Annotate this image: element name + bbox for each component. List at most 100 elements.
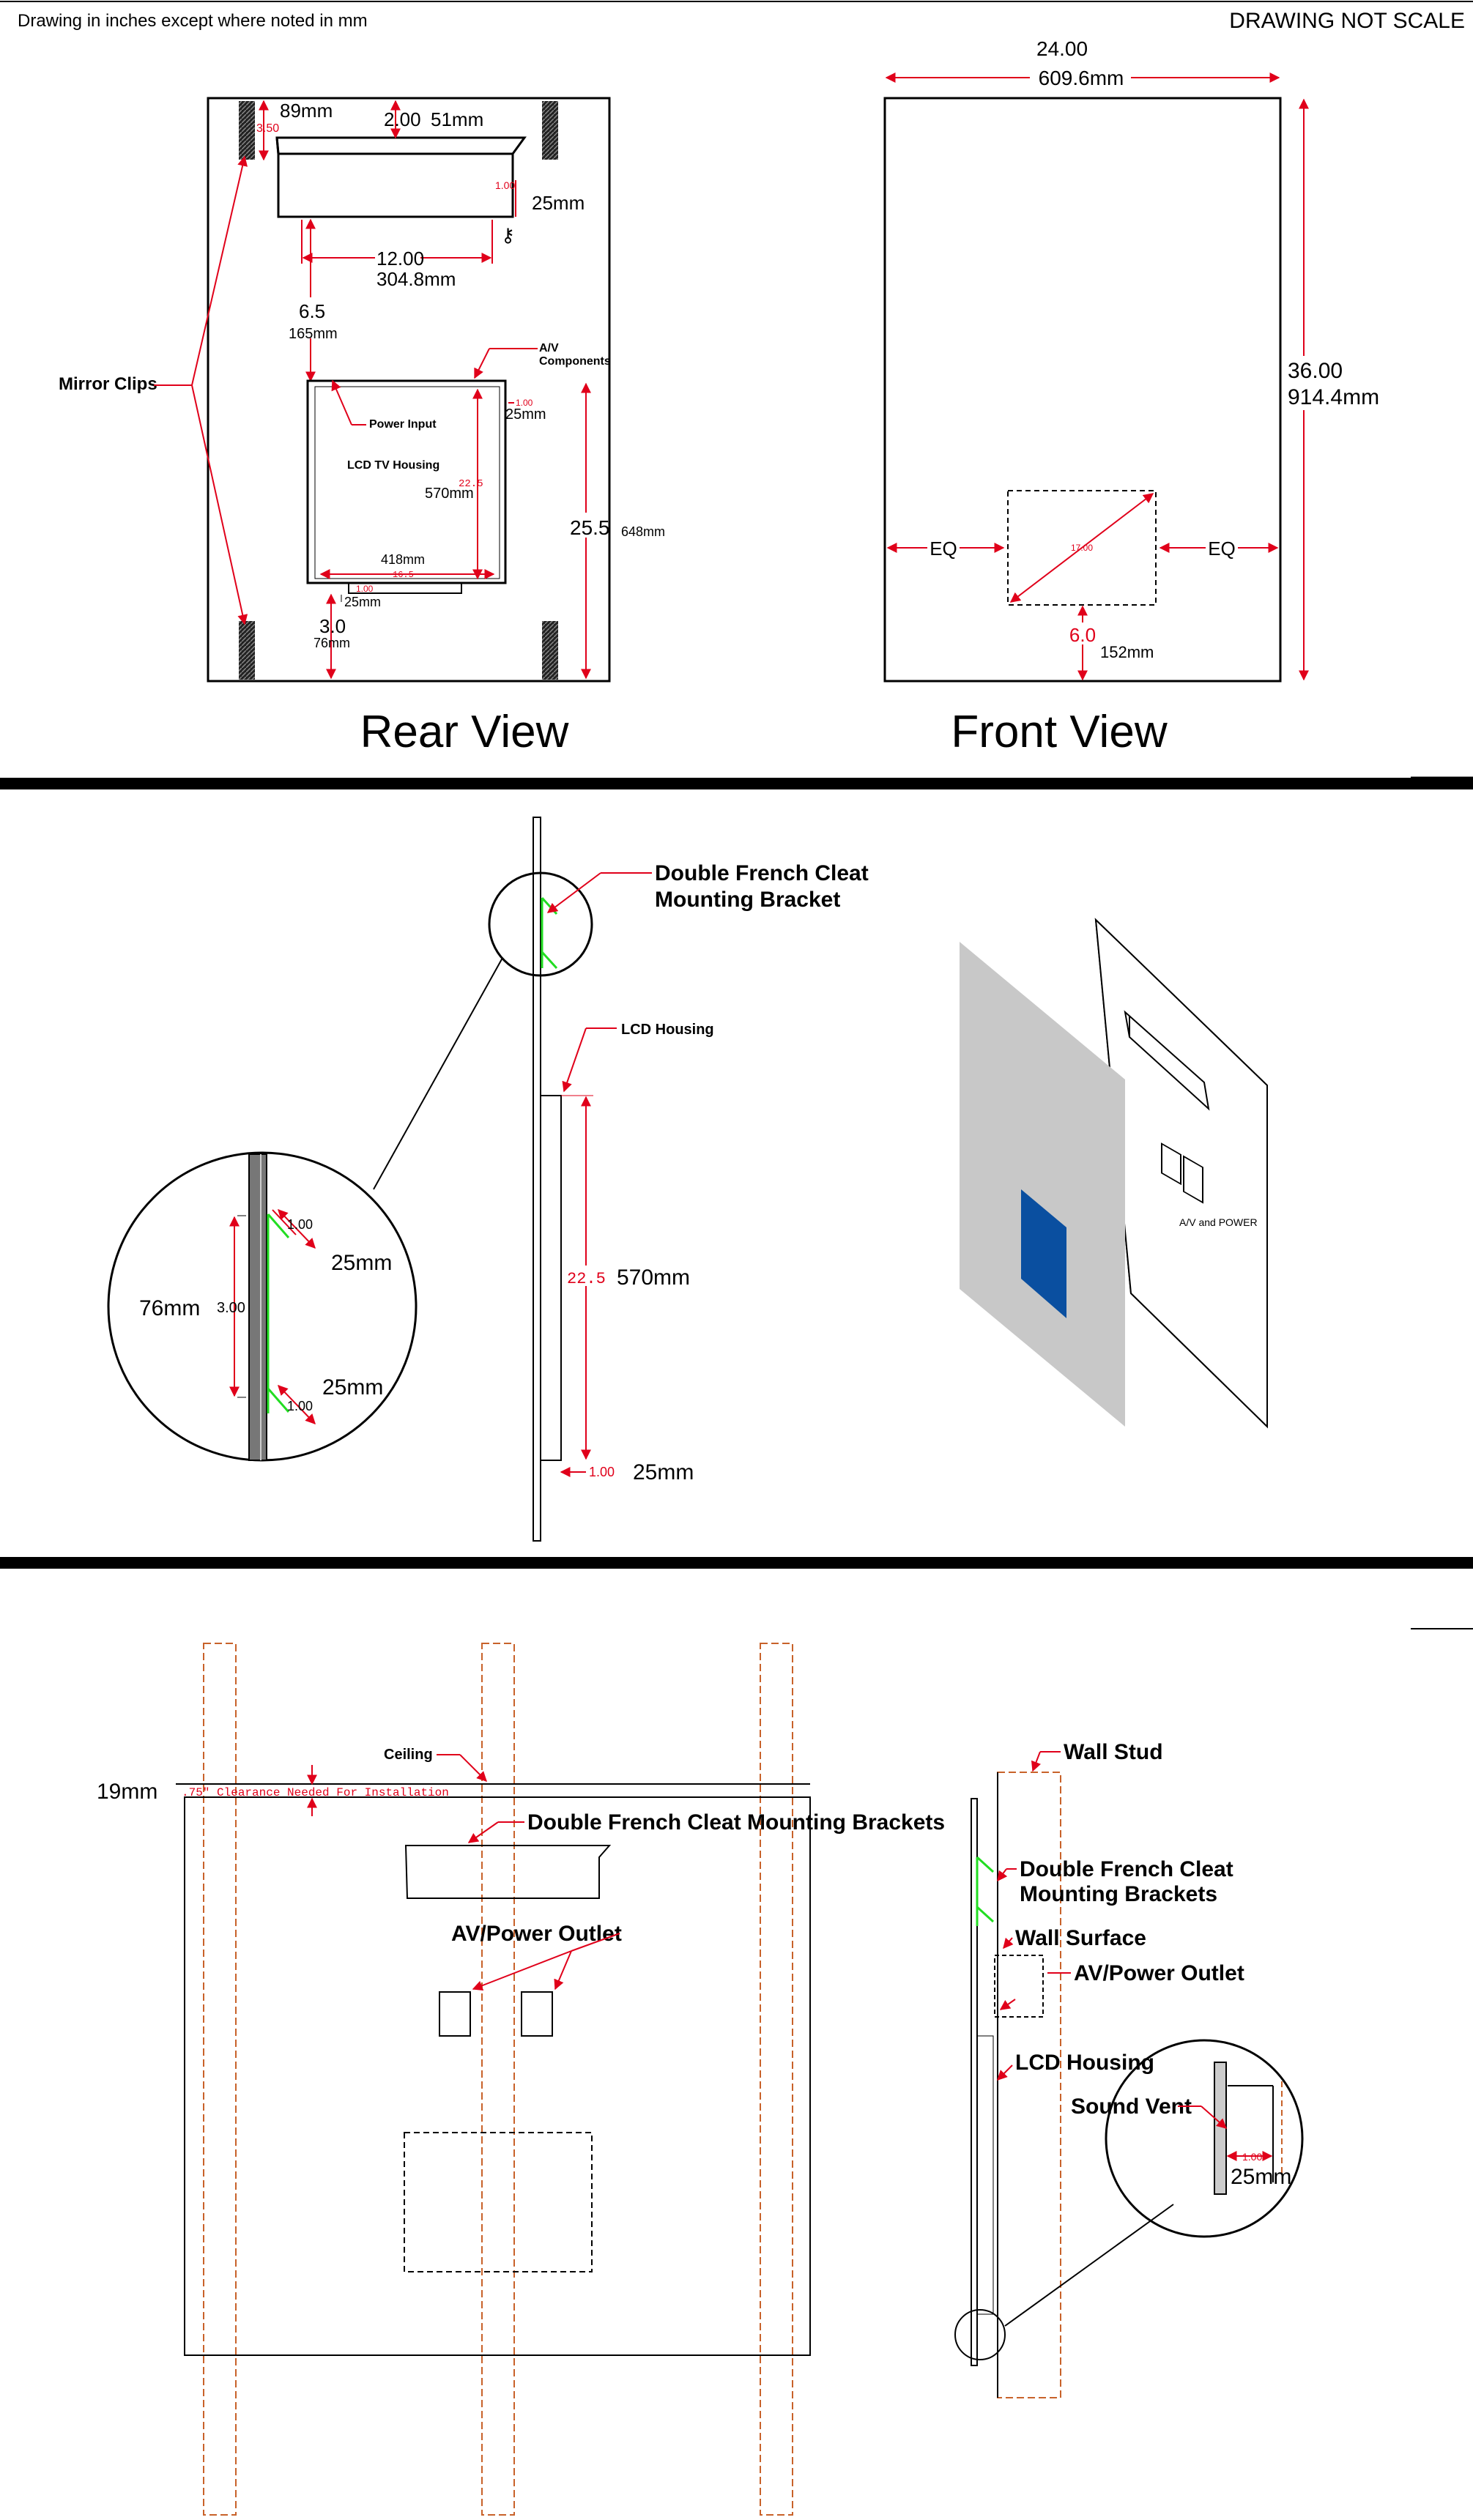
dim-3-0: 3.0 bbox=[319, 615, 346, 637]
outlet-box-2 bbox=[521, 1991, 553, 2037]
rear-cleat-bracket bbox=[275, 136, 527, 218]
dim-25mm-side: 25mm bbox=[633, 1460, 694, 1484]
detail-25mm-bottom: 25mm bbox=[322, 1375, 383, 1400]
dim-22-5-side: 22.5 bbox=[567, 1270, 606, 1288]
mirror-clips-label: Mirror Clips bbox=[59, 374, 157, 394]
dim-25mm-a: 25mm bbox=[532, 192, 585, 214]
mirror-edge-magnified bbox=[248, 1153, 267, 1461]
dim-1-00-b: 1.00 bbox=[516, 398, 533, 408]
power-input-label: Power Input bbox=[369, 418, 437, 431]
lcd-housing-foot bbox=[348, 582, 462, 594]
cleat-label-side-2: Mounting Bracket bbox=[655, 888, 840, 912]
units-note: Drawing in inches except where noted in … bbox=[18, 11, 368, 31]
dim-165mm: 165mm bbox=[289, 326, 338, 342]
wall-stud-2 bbox=[481, 1643, 515, 2516]
side-view: Double French Cleat Mounting Bracket LCD… bbox=[107, 817, 869, 1542]
dim-1-00-c: 1.00 bbox=[356, 584, 374, 594]
clearance-note: .75" Clearance Needed For Installation bbox=[182, 1786, 449, 1799]
key-icon: ⚷ bbox=[501, 224, 515, 246]
dim-25mm-c: 25mm bbox=[344, 595, 381, 609]
wall-stud-1 bbox=[203, 1643, 237, 2516]
ceiling-label: Ceiling bbox=[384, 1747, 433, 1763]
dim-51mm: 51mm bbox=[431, 108, 483, 130]
dim-76mm: 76mm bbox=[313, 636, 350, 650]
mirror-outline-install bbox=[184, 1796, 811, 2356]
wall-stud-label: Wall Stud bbox=[1064, 1740, 1163, 1764]
mirror-clip-top-left bbox=[239, 101, 255, 160]
dim-304-8mm: 304.8mm bbox=[376, 268, 456, 290]
mirror-clip-bottom-right bbox=[542, 621, 558, 680]
vent-detail-small bbox=[954, 2309, 1006, 2360]
section-divider-2 bbox=[0, 1557, 1473, 1569]
vent-detail-magnified bbox=[1105, 2039, 1304, 2238]
detail-1-00-bottom: 1.00 bbox=[287, 1399, 313, 1413]
dim-914-4mm: 914.4mm bbox=[1288, 385, 1379, 409]
eq-left: EQ bbox=[930, 538, 957, 560]
wall-stud-3 bbox=[760, 1643, 793, 2516]
brackets-label-section-1: Double French Cleat bbox=[1020, 1857, 1233, 1881]
front-mirror-outline bbox=[883, 97, 1282, 683]
mirror-panel-grey bbox=[960, 942, 1125, 1427]
dim-25mm-b: 25mm bbox=[505, 406, 546, 423]
cleat-section-green bbox=[976, 1856, 995, 1926]
iso-av-jack bbox=[1183, 1155, 1203, 1204]
cleat-detail-circle bbox=[488, 871, 593, 977]
dim-19mm: 19mm bbox=[97, 1780, 157, 1804]
eq-right: EQ bbox=[1208, 538, 1236, 560]
av-outlet-label-install: AV/Power Outlet bbox=[451, 1922, 622, 1946]
dim-570mm-rear: 570mm bbox=[425, 486, 474, 502]
mirror-clip-top-right bbox=[542, 101, 558, 160]
dim-17-00: 17.00 bbox=[1071, 543, 1093, 553]
screen-area-blue bbox=[1021, 1189, 1066, 1318]
iso-outlet bbox=[1161, 1142, 1181, 1186]
rear-mirror-outline bbox=[207, 97, 611, 683]
brackets-label-section-2: Mounting Brackets bbox=[1020, 1882, 1217, 1906]
lcd-housing-label-section: LCD Housing bbox=[1015, 2051, 1154, 2075]
vent-dim-1-00: 1.00 bbox=[1242, 2151, 1262, 2163]
av-power-label: A/V and POWER bbox=[1179, 1216, 1258, 1228]
scale-note: DRAWING NOT SCALE bbox=[1229, 9, 1465, 33]
dim-16-5: 16.5 bbox=[393, 570, 414, 580]
rear-view-title: Rear View bbox=[360, 707, 569, 757]
dim-12-00: 12.00 bbox=[376, 248, 424, 270]
dim-570mm-side: 570mm bbox=[617, 1265, 690, 1290]
screen-area-dashed bbox=[1007, 490, 1157, 606]
sound-vent-label: Sound Vent bbox=[1071, 2095, 1192, 2119]
detail-25mm-top: 25mm bbox=[331, 1251, 392, 1275]
lcd-housing-section bbox=[976, 2035, 994, 2315]
cleat-magnified-green bbox=[267, 1213, 290, 1413]
vent-mirror-edge bbox=[1214, 2062, 1227, 2195]
mirror-clip-bottom-left bbox=[239, 621, 255, 680]
front-view: 24.00 609.6mm 36.00 914.4mm 17.00 EQ EQ … bbox=[883, 37, 1379, 757]
dim-3-50: 3.50 bbox=[256, 122, 279, 135]
section-divider-1 bbox=[0, 778, 1473, 789]
cleat-label-side-1: Double French Cleat bbox=[655, 861, 869, 885]
dim-1-00-a: 1.00 bbox=[495, 179, 515, 191]
dim-1-00-side: 1.00 bbox=[589, 1465, 615, 1479]
screen-area-install bbox=[404, 2132, 593, 2272]
dim-152mm: 152mm bbox=[1100, 643, 1154, 661]
iso-cleat-bracket bbox=[1124, 1010, 1210, 1111]
rear-view: ⚷ 89mm 3.50 2.00 51mm 1.00 25mm 12.00 30… bbox=[59, 97, 665, 757]
detail-76mm: 76mm bbox=[139, 1296, 200, 1320]
lcd-housing-label-side: LCD Housing bbox=[621, 1022, 714, 1038]
dim-418mm: 418mm bbox=[381, 552, 425, 567]
av-components-label: A/V bbox=[539, 342, 559, 354]
dim-6-0: 6.0 bbox=[1069, 624, 1096, 646]
install-cleat-bracket bbox=[404, 1845, 612, 1899]
vent-dim-25mm: 25mm bbox=[1231, 2165, 1291, 2189]
outlet-box-section bbox=[994, 1955, 1044, 2018]
wall-surface-label: Wall Surface bbox=[1015, 1926, 1146, 1950]
dim-2-00: 2.00 bbox=[384, 108, 421, 130]
dim-89mm: 89mm bbox=[280, 100, 333, 122]
dim-25-5: 25.5 bbox=[570, 516, 610, 539]
isometric-view: A/V and POWER bbox=[960, 918, 1268, 1429]
brackets-label-install: Double French Cleat Mounting Brackets bbox=[527, 1810, 945, 1835]
lcd-housing-side bbox=[540, 1095, 562, 1461]
av-components-label-2: Components bbox=[539, 355, 611, 368]
detail-3-00: 3.00 bbox=[217, 1300, 245, 1316]
install-view: 19mm .75" Clearance Needed For Installat… bbox=[97, 1643, 945, 2516]
dim-22-5-rear: 22.5 bbox=[459, 478, 483, 490]
av-outlet-label-section: AV/Power Outlet bbox=[1074, 1961, 1244, 1985]
